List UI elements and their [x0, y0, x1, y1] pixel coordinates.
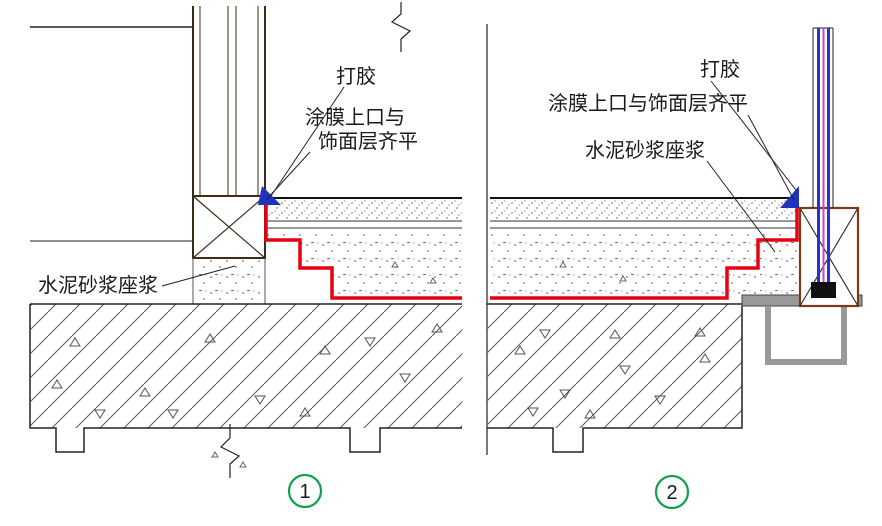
annotation-membrane-1a: 涂膜上口与 — [305, 106, 405, 129]
mortar-bed-stipple — [192, 258, 266, 304]
waterproofing-line-2 — [490, 207, 799, 300]
finish-layer-band — [265, 197, 462, 229]
mortar-bed-stipple-2 — [729, 242, 797, 296]
structural-slab-hatch-2 — [487, 304, 742, 428]
break-symbol-bottom — [219, 424, 241, 478]
detail-number-2: 2 — [654, 474, 690, 510]
screed-stipple — [267, 230, 462, 297]
detail-number-circle — [654, 474, 690, 510]
screed-stipple-2 — [490, 230, 797, 297]
structural-slab-2 — [487, 303, 743, 453]
waterproofing-line — [264, 204, 462, 300]
break-symbol-top — [390, 2, 412, 52]
leader-line — [706, 160, 776, 253]
glass-panel — [811, 27, 836, 298]
steel-channel — [765, 306, 847, 365]
detail-number-1: 1 — [287, 473, 323, 509]
glass-shoe — [811, 282, 836, 298]
structural-slab — [29, 303, 462, 468]
panel-1: 打胶 涂膜上口与 饰面层齐平 水泥砂浆座浆 1 — [29, 2, 462, 509]
annotation-mortar-2: 水泥砂浆座浆 — [585, 139, 705, 162]
detail-number-circle — [287, 473, 323, 509]
slab-outline — [29, 304, 462, 453]
annotation-membrane-1b: 饰面层齐平 — [318, 130, 418, 153]
leader-line — [161, 265, 236, 287]
door-frame-section — [192, 6, 266, 196]
annotation-sealant-2: 打胶 — [700, 58, 740, 81]
detail-number-text: 2 — [666, 482, 677, 504]
structural-slab-hatch — [30, 304, 462, 428]
finish-layer-band-2 — [490, 197, 797, 229]
annotation-membrane-2: 涂膜上口与饰面层齐平 — [548, 92, 748, 115]
slab-outline-2 — [487, 306, 743, 453]
panel-2: 打胶 涂膜上口与饰面层齐平 水泥砂浆座浆 2 — [487, 27, 863, 510]
detail-number-text: 1 — [299, 481, 310, 503]
leader-line — [710, 80, 797, 191]
leader-line — [747, 114, 795, 201]
annotation-sealant-1: 打胶 — [336, 65, 376, 88]
leader-line — [270, 86, 345, 197]
leader-line — [265, 151, 311, 201]
sealant-wedge-2 — [780, 186, 799, 208]
blocking-x-box — [192, 195, 266, 259]
annotation-mortar-1: 水泥砂浆座浆 — [38, 274, 158, 297]
